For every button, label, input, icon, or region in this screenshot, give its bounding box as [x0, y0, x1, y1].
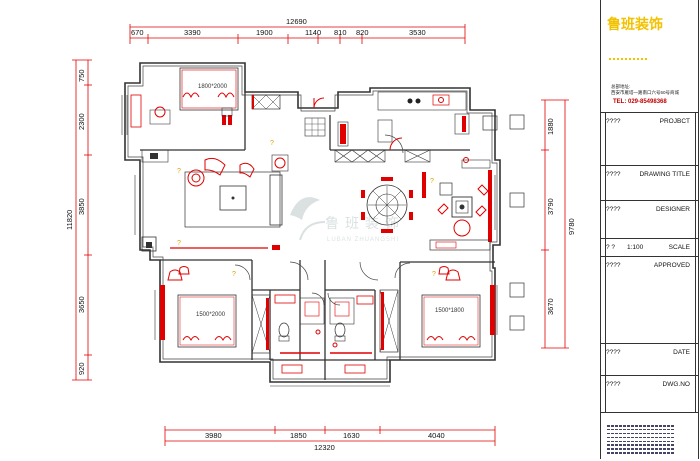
windows: [121, 87, 501, 387]
row-scale-value: 1:100: [627, 244, 644, 251]
dim-bottom-1: 3980: [205, 431, 222, 440]
dim-top-2: 3390: [184, 28, 201, 37]
bed-label-bottom-right: 1500*1800: [435, 308, 465, 314]
dim-bottom-2: 1850: [290, 431, 307, 440]
row-dwg-no-q: ????: [606, 381, 621, 388]
row-scale-label: SCALE: [668, 244, 690, 251]
company-tel: TEL: 029-85498368: [613, 99, 667, 105]
dim-top-4: 1140: [305, 28, 321, 37]
floor-plan: 12690 670 3390 1900 1140 810 820 3530 11…: [65, 17, 576, 452]
watermark: 鲁班装饰 LUBAN ZHUANGSHI: [290, 197, 405, 243]
row-date-label: DATE: [673, 349, 690, 356]
row-dwg-no-label: DWG.NO: [662, 381, 690, 388]
row-designer-label: DESIGNER: [656, 206, 690, 213]
watermark-text: LUBAN ZHUANGSHI: [327, 237, 399, 243]
row-date: ???? DATE: [601, 343, 698, 374]
dim-top-7: 3530: [409, 28, 426, 37]
left-dimension-chain: 11820 750 2300 3850 3650 920: [65, 59, 92, 381]
bedroom-bottom-right: 1500*1800 ?: [359, 261, 495, 353]
cabinet-row: [334, 121, 431, 163]
dim-left-total: 11820: [65, 210, 74, 230]
company-underline: [609, 58, 647, 63]
dim-right-total: 9780: [567, 218, 576, 235]
row-project-q: ????: [606, 118, 621, 125]
kitchen: [377, 91, 470, 154]
bottom-dimension-chain: 3980 1850 1630 4040 12320: [164, 426, 496, 452]
row-approved-label: APPROVED: [653, 262, 690, 269]
dim-left-4: 3650: [77, 296, 86, 313]
title-block-inner: [605, 112, 696, 412]
company-address: 总部地址: 西安市雁塔一路南口六号50号商城: [611, 84, 679, 96]
row-date-q: ????: [606, 349, 621, 356]
svg-text:?: ?: [430, 178, 434, 185]
row-approved-q: ????: [606, 262, 621, 269]
row-designer-q: ????: [606, 206, 621, 213]
kitchen-door: [389, 137, 403, 151]
bedroom-bottom-left: 1500*2000 ?: [160, 261, 309, 354]
wardrobes-top: [221, 94, 326, 137]
row-drawing-title: ???? DRAWING TITLE: [601, 165, 698, 196]
row-drawing-title-q: ????: [606, 171, 621, 178]
living-room: ? ? ?: [141, 140, 289, 252]
svg-text:鲁班装饰: 鲁班装饰: [325, 215, 405, 231]
dim-top-total: 12690: [286, 17, 307, 26]
dim-top-1: 670: [131, 28, 144, 37]
dim-left-2: 2300: [77, 113, 86, 130]
row-dwg-no: ???? DWG.NO: [601, 375, 698, 413]
address-line-2: 西安市雁塔一路南口六号50号商城: [611, 90, 680, 95]
dim-right-1: 1880: [546, 118, 555, 135]
row-approved: ???? APPROVED: [601, 256, 698, 287]
svg-text:?: ?: [177, 240, 181, 247]
dim-top-3: 1900: [256, 28, 273, 37]
dim-bottom-4: 4040: [428, 431, 445, 440]
title-block: 鲁班装饰 总部地址: 西安市雁塔一路南口六号50号商城 TEL: 029-854…: [600, 0, 699, 459]
dim-bottom-total: 12320: [314, 443, 335, 452]
title-block-fine-print: [607, 425, 675, 456]
address-line-1: 总部地址:: [611, 84, 631, 89]
row-project: ???? PROJBCT: [601, 112, 698, 151]
dim-left-5: 920: [77, 362, 86, 375]
dining-area: ?: [361, 157, 492, 251]
bathrooms: [274, 292, 374, 374]
row-project-label: PROJBCT: [659, 118, 690, 125]
svg-text:?: ?: [432, 271, 436, 278]
svg-text:?: ?: [270, 140, 274, 147]
dim-left-3: 3850: [77, 198, 86, 215]
bed-label-master: 1800*2000: [198, 84, 228, 90]
dim-left-1: 750: [77, 69, 86, 82]
exterior-walls: [124, 62, 501, 383]
row-drawing-title-label: DRAWING TITLE: [639, 171, 690, 178]
row-scale-q: ? ?: [606, 244, 616, 251]
dim-bottom-3: 1630: [343, 431, 360, 440]
master-bedroom: 1800*2000: [130, 67, 239, 128]
dim-right-3: 3670: [546, 298, 555, 315]
exterior-units: [482, 114, 525, 331]
dim-right-2: 3790: [546, 198, 555, 215]
company-name: 鲁班装饰: [607, 16, 663, 32]
row-designer: ???? DESIGNER: [601, 200, 698, 231]
top-dimension-chain: 12690 670 3390 1900 1140 810 820 3530: [129, 17, 466, 44]
svg-text:?: ?: [232, 271, 236, 278]
dim-top-5: 810: [334, 28, 347, 37]
row-bottom-border: [601, 412, 698, 413]
bed-label-bottom-left: 1500*2000: [196, 312, 226, 318]
dim-top-6: 820: [356, 28, 369, 37]
row-scale: ? ? 1:100 SCALE: [601, 238, 698, 257]
svg-text:?: ?: [177, 168, 181, 175]
right-dimension-chain: 1880 3790 3670 9780: [541, 99, 576, 349]
